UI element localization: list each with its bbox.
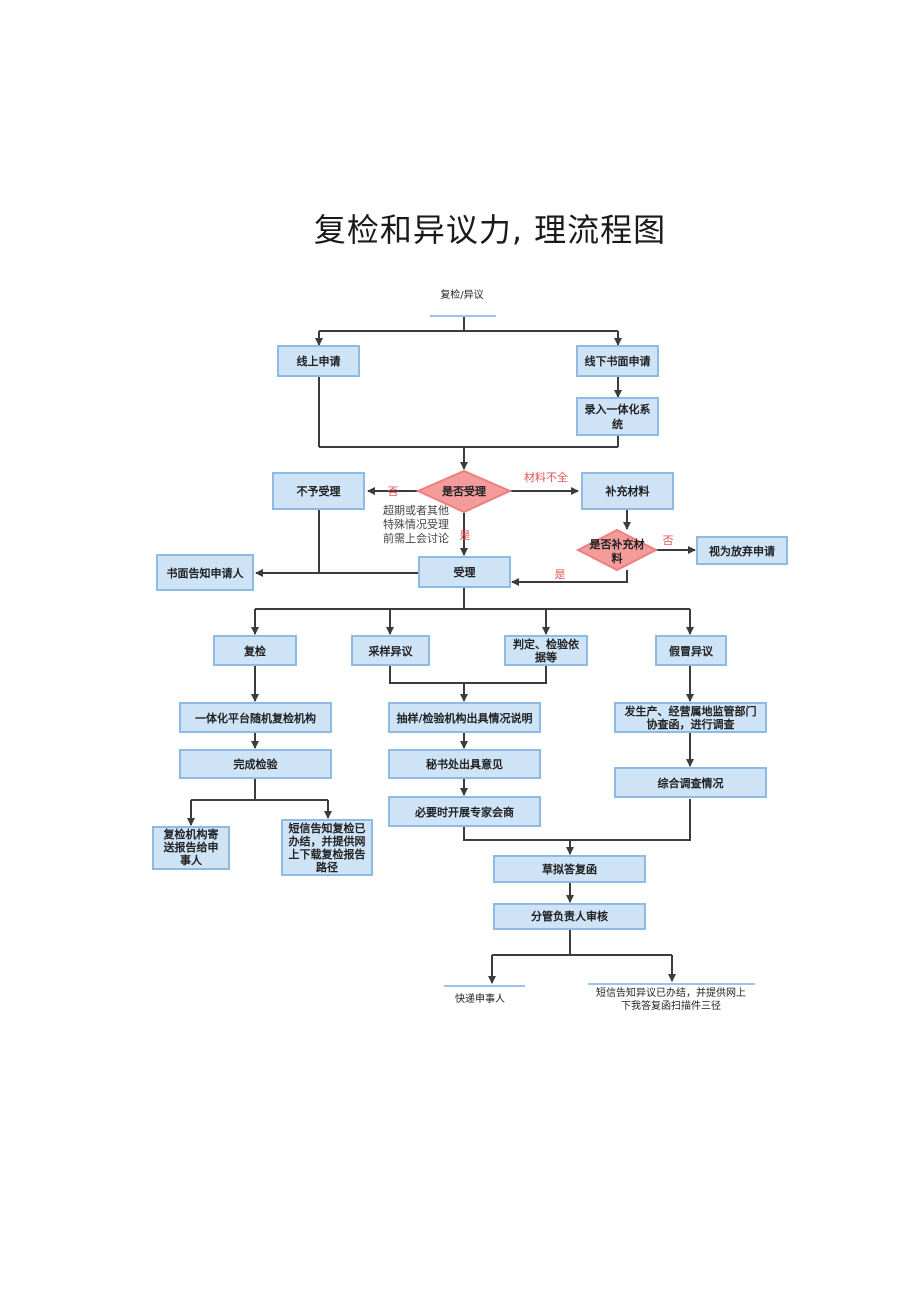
svg-text:受理: 受理: [454, 565, 476, 579]
counterfeit-objection-box: 假冒异议: [655, 635, 727, 666]
label-yes-accept: 是: [460, 529, 471, 542]
svg-text:据等: 据等: [535, 650, 557, 664]
label-yes-supplement: 是: [555, 568, 566, 581]
svg-text:书面告知申请人: 书面告知申请人: [167, 566, 245, 580]
svg-text:线下书面申请: 线下书面申请: [585, 354, 651, 368]
accept-decision-diamond: 是否受理: [415, 469, 513, 514]
label-materials-incomplete: 材料不全: [524, 470, 568, 484]
investigation-summary-box: 综合调查情况: [614, 767, 767, 798]
sms-recheck-box: 短信告知复检已 办结，并提供网 上下载复检报告 路径: [281, 819, 373, 876]
sms-objection-node-line2: 下我答复函扫描件三径: [621, 999, 721, 1012]
edges: [187, 316, 696, 984]
sms-objection-node-line1: 短信告知异议已办结，并提供网上: [596, 986, 746, 999]
overdue-note: 超期或者其他 特殊情况受理 前需上会讨论: [383, 503, 449, 545]
svg-text:采样异议: 采样异议: [368, 644, 414, 658]
svg-text:特殊情况受理: 特殊情况受理: [383, 517, 449, 531]
online-apply-box: 线上申请: [277, 345, 360, 377]
svg-text:料: 料: [612, 551, 623, 565]
svg-text:是否补充材: 是否补充材: [589, 537, 645, 551]
random-agency-box: 一体化平台随机复检机构: [179, 702, 332, 733]
notify-written-box: 书面告知申请人: [156, 554, 254, 591]
draft-reply-box: 草拟答复函: [493, 855, 646, 883]
supplement-box: 补充材料: [581, 472, 674, 510]
svg-text:不予受理: 不予受理: [297, 484, 341, 498]
svg-text:是否受理: 是否受理: [441, 484, 486, 498]
svg-text:一体化平台随机复检机构: 一体化平台随机复检机构: [195, 711, 316, 725]
abandon-box: 视为放弃申请: [696, 536, 788, 565]
start-node: 复检/异议: [440, 288, 483, 301]
investigation-letter-box: 发生产、经营属地监管部门 协查函，进行调查: [614, 702, 767, 733]
supplement-decision-diamond: 是否补充材 料: [575, 528, 659, 572]
svg-text:判定、检验依: 判定、检验依: [513, 637, 580, 651]
svg-text:路径: 路径: [316, 860, 338, 874]
leader-review-box: 分管负责人审核: [493, 903, 646, 930]
svg-text:线上申请: 线上申请: [297, 354, 341, 368]
svg-text:复检: 复检: [243, 644, 266, 658]
svg-text:假冒异议: 假冒异议: [669, 644, 714, 658]
accepted-box: 受理: [418, 556, 511, 588]
svg-text:协查函，进行调查: 协查函，进行调查: [647, 717, 735, 731]
reject-box: 不予受理: [272, 472, 365, 510]
secretary-opinion-box: 秘书处出具意见: [388, 749, 541, 779]
svg-text:办结，并提供网: 办结，并提供网: [289, 834, 366, 848]
svg-text:上下载复检报告: 上下载复检报告: [289, 847, 366, 861]
svg-text:综合调查情况: 综合调查情况: [658, 776, 724, 790]
svg-text:完成检验: 完成检验: [234, 757, 279, 771]
expert-consult-box: 必要时开展专家会商: [388, 796, 541, 827]
svg-text:超期或者其他: 超期或者其他: [383, 503, 449, 517]
svg-text:抽样/检验机构出具情况说明: 抽样/检验机构出具情况说明: [396, 711, 532, 725]
page-title: 复检和异议力, 理流程图: [313, 211, 667, 249]
svg-text:分管负责人审核: 分管负责人审核: [531, 909, 608, 923]
svg-text:短信告知复检已: 短信告知复检已: [289, 821, 366, 835]
svg-text:统: 统: [612, 417, 623, 431]
svg-text:必要时开展专家会商: 必要时开展专家会商: [414, 805, 514, 819]
svg-text:事人: 事人: [180, 853, 203, 867]
express-node: 快递申事人: [455, 992, 505, 1005]
svg-text:补充材料: 补充材料: [605, 484, 650, 498]
svg-text:发生产、经营属地监管部门: 发生产、经营属地监管部门: [624, 704, 757, 718]
svg-text:前需上会讨论: 前需上会讨论: [383, 531, 449, 545]
svg-text:视为放弃申请: 视为放弃申请: [709, 544, 775, 558]
svg-text:送报告给申: 送报告给申: [163, 840, 219, 854]
svg-text:录入一体化系: 录入一体化系: [585, 402, 651, 416]
svg-text:复检机构寄: 复检机构寄: [163, 827, 219, 841]
send-report-box: 复检机构寄 送报告给申 事人: [152, 826, 230, 870]
recheck-box: 复检: [213, 635, 297, 666]
sampling-objection-box: 采样异议: [351, 635, 430, 666]
agency-explain-box: 抽样/检验机构出具情况说明: [388, 702, 541, 733]
svg-text:秘书处出具意见: 秘书处出具意见: [426, 757, 503, 771]
entry-system-box: 录入一体化系 统: [576, 397, 659, 436]
svg-text:草拟答复函: 草拟答复函: [542, 862, 597, 876]
label-no-supplement: 否: [663, 534, 674, 547]
complete-test-box: 完成检验: [179, 749, 332, 779]
judgement-basis-box: 判定、检验依 据等: [504, 635, 588, 666]
offline-apply-box: 线下书面申请: [576, 345, 659, 377]
label-no-accept: 否: [388, 485, 399, 498]
